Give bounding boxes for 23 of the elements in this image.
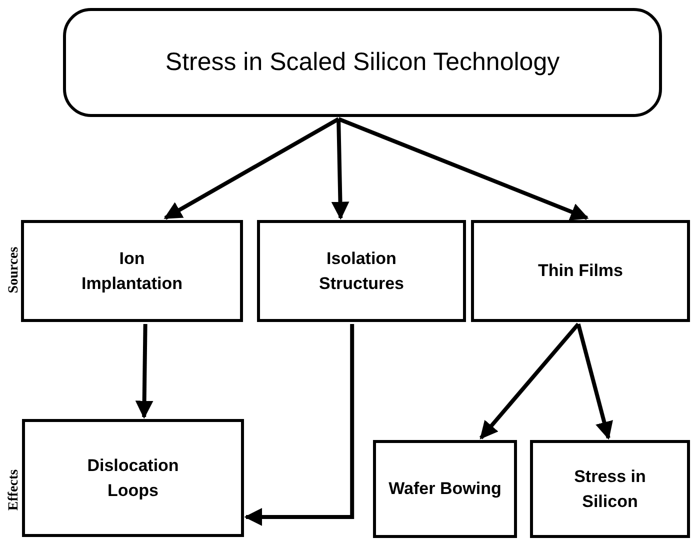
process-box: [471, 220, 690, 322]
process-box: [373, 440, 517, 538]
arrow: [338, 117, 589, 220]
node-text: Stress in Scaled Silicon Technology: [165, 46, 560, 78]
arrow: [479, 322, 580, 440]
arrow: [576, 324, 613, 440]
arrow: [244, 324, 354, 526]
node-text: Stress in Silicon: [573, 466, 647, 513]
arrow: [135, 324, 154, 419]
arrow: [164, 117, 340, 220]
node-text: Thin Films: [538, 260, 623, 282]
title-box: [63, 8, 662, 117]
node-text: Ion Implantation: [80, 248, 184, 295]
row-label: Effects: [6, 469, 22, 511]
process-box: [21, 220, 243, 322]
node-text: Wafer Bowing: [388, 478, 502, 500]
process-box: [22, 419, 244, 537]
row-label: Sources: [6, 246, 22, 294]
process-box: [257, 220, 466, 322]
node-text: Isolation Structures: [318, 248, 406, 295]
process-box: [530, 440, 690, 538]
arrow: [331, 118, 350, 220]
node-text: Dislocation Loops: [86, 454, 180, 502]
